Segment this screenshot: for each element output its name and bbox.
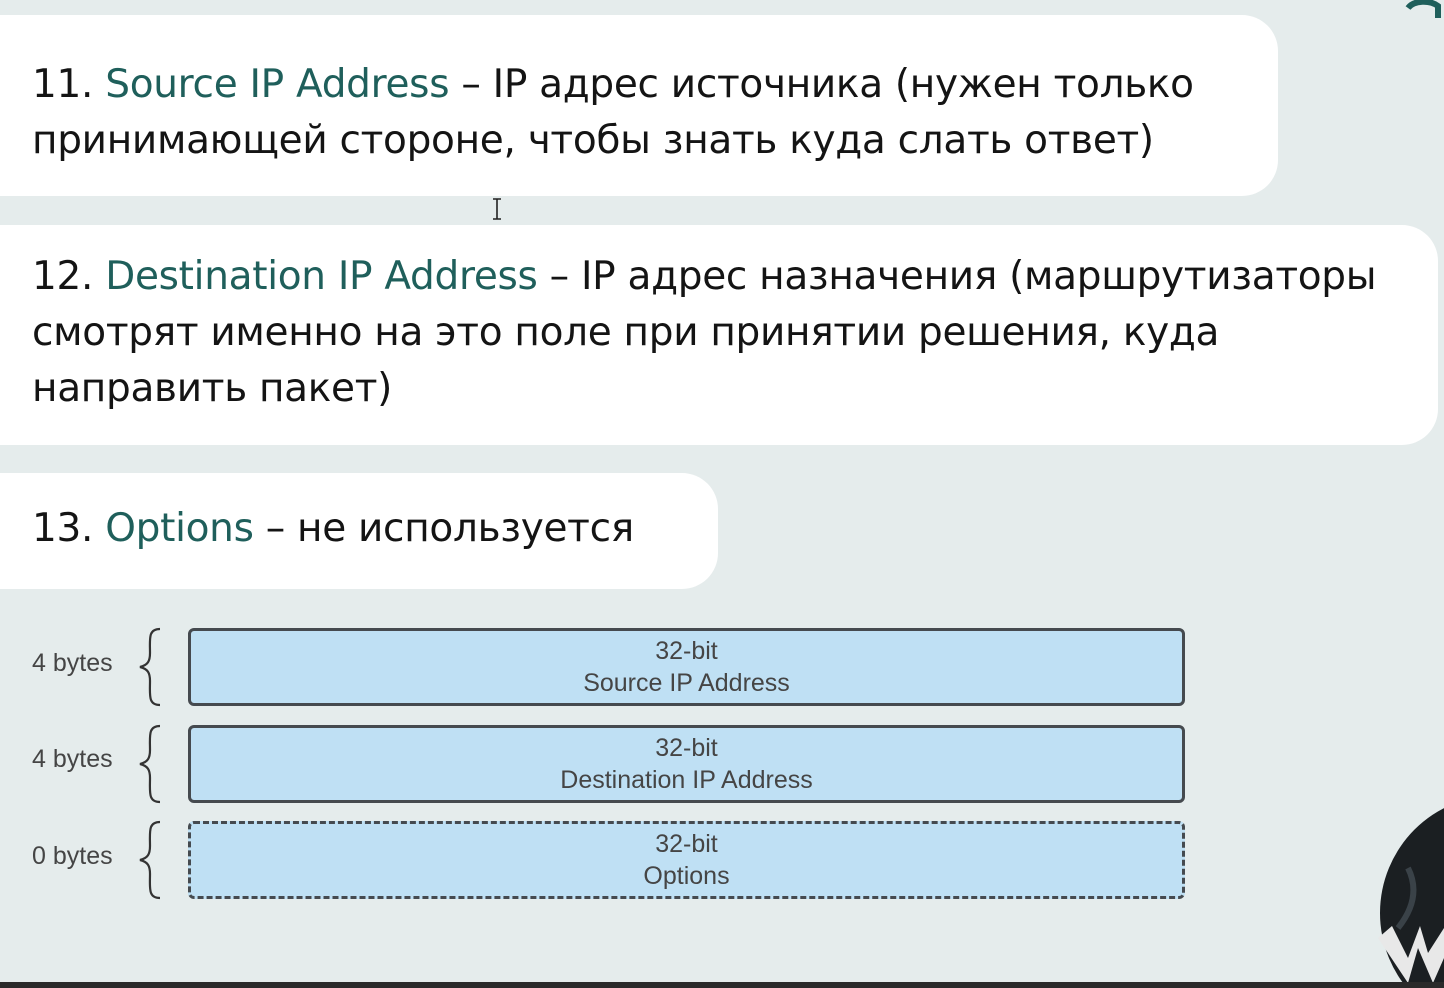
bottom-bar [0, 982, 1444, 988]
row-size-label: 0 bytes [32, 842, 113, 870]
globe-logo-icon [1378, 808, 1444, 983]
field-name: Source IP Address [583, 669, 790, 697]
field-bits: 32-bit [655, 830, 718, 858]
item-13-line-1: 13. Options – не используется [32, 501, 718, 557]
item-11-description-1: – IP адрес источника (нужен только [449, 62, 1194, 107]
logo-glyph-icon [1405, 0, 1441, 18]
field-name: Options [643, 862, 730, 890]
item-11-term: Source IP Address [105, 62, 450, 107]
item-12-number: 12. [32, 254, 94, 299]
curly-brace-icon [139, 627, 161, 707]
item-13-number: 13. [32, 506, 94, 551]
field-source-ip: 32-bit Source IP Address [188, 628, 1185, 706]
item-12-term: Destination IP Address [105, 254, 538, 299]
row-size-label: 4 bytes [32, 745, 113, 773]
ip-header-diagram: 4 bytes 32-bit Source IP Address 4 bytes… [0, 600, 1444, 930]
field-bits: 32-bit [655, 734, 718, 762]
field-options: 32-bit Options [188, 821, 1185, 899]
item-11-card: 11. Source IP Address – IP адрес источни… [0, 15, 1278, 196]
item-11-number: 11. [32, 62, 94, 107]
curly-brace-icon [139, 724, 161, 804]
field-destination-ip: 32-bit Destination IP Address [188, 725, 1185, 803]
item-11-line-1: 11. Source IP Address – IP адрес источни… [32, 57, 1278, 113]
item-13-description-1: – не используется [253, 506, 634, 551]
item-12-description-2: смотрят именно на это поле при принятии … [32, 310, 1220, 355]
text-cursor-icon [493, 198, 501, 220]
item-13-card: 13. Options – не используется [0, 473, 718, 589]
item-13-term: Options [105, 506, 254, 551]
field-bits: 32-bit [655, 637, 718, 665]
curly-brace-icon [139, 820, 161, 900]
item-12-line-1: 12. Destination IP Address – IP адрес на… [32, 249, 1438, 305]
row-size-label: 4 bytes [32, 649, 113, 677]
item-12-description-3: направить пакет) [32, 366, 393, 411]
item-11-description-2: принимающей стороне, чтобы знать куда сл… [32, 118, 1154, 163]
field-name: Destination IP Address [560, 766, 813, 794]
item-12-card: 12. Destination IP Address – IP адрес на… [0, 225, 1438, 445]
item-12-description-1: – IP адрес назначения (маршрутизаторы [537, 254, 1377, 299]
